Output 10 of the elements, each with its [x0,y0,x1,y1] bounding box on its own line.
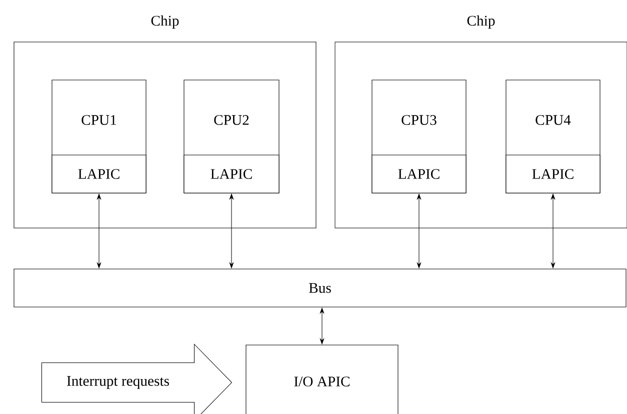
process-box: LAPIC [506,154,600,194]
node-label: Chip [151,15,179,29]
process-box: I/O APIC [246,344,398,414]
block-arrow [41,344,232,414]
arrow-text: Interrupt requests [67,376,169,389]
node-label: Chip [467,15,495,29]
process-box: LAPIC [52,154,146,194]
process-box: Bus [14,268,626,308]
process-box: LAPIC [184,154,280,194]
process-box: LAPIC [372,154,466,194]
